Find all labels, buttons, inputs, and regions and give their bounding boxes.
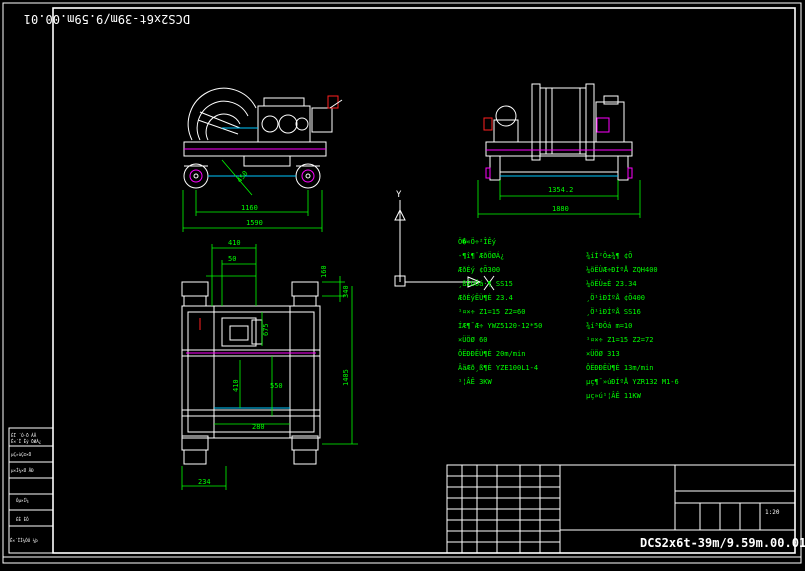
spec-right-8: ÔËÐÐËÙ¶È 13m/min [586,363,653,372]
dim-plan-340: 340 [342,285,350,298]
spec-left-9: ÂäÆð¸ß¶È YZE100L1-4 [458,363,538,372]
spec-left-0: Ö�«Ö÷²ÎÊý [458,237,496,246]
spec-left-10: ¹¦ÂÊ 3KW [458,377,493,386]
front-view: 1160 1590 450 [182,87,343,232]
title-block: 1:20 DCS2x6t-39m/9.59m.00.01 [446,464,805,554]
drawing-scale: 1:20 [765,509,780,516]
spec-left-4: ÆðÉýËÙ¶È 23.4 [458,293,513,302]
dim-front-450: 450 [235,169,249,184]
spec-left-8: ÔËÐÐËÙ¶È 20m/min [458,349,525,358]
dim-front-1590: 1590 [246,219,263,227]
revision-row-1: ÉÏ ´Ó·Ö ÁÅ [11,433,37,438]
revision-row-6: ÉÈ ÈÕ [16,517,29,522]
spec-right-2: ¼õËÙ±È 23.34 [586,279,637,288]
dim-plan-50: 50 [228,255,236,263]
dim-plan-410b: 410 [232,379,240,392]
spec-right-7: ×ÜÖØ 313 [586,349,620,358]
spec-left-3: ¸ßËÙÖá·¶ SS15 [458,279,513,288]
spec-right-1: ¼õËÙÆ÷ÐÍºÅ ZQH400 [586,265,658,274]
spec-right-9: µç¶¯»úÐÍºÅ YZR132 M1-6 [586,377,679,386]
ucs-axis-icon: Y X [394,190,495,291]
dim-plan-550: 550 [270,382,283,390]
spec-right-3: ¸Ö¹ìÐÍºÅ ¢Õ400 [586,293,645,302]
axis-y-label: Y [396,190,402,200]
tech-specs-right: ¾íÍ²Ö±¾¶ ¢Õ ¼õËÙÆ÷ÐÍºÅ ZQH400 ¼õËÙ±È 23.… [586,251,679,400]
revision-row-7: Ê×´ÎÍ¼ÔÚ ¼þ [10,538,38,544]
dim-plan-675: 675 [262,323,270,336]
dim-plan-1405: 1405 [342,369,350,386]
tech-specs-left: Ö�«Ö÷²ÎÊý -¶î¶¨ÆðÖØÁ¿ ÆðÉý ¢Õ300 ¸ßËÙÖá·… [458,237,542,386]
dim-plan-160: 160 [320,265,328,278]
drawing-number: DCS2x6t-39m/9.59m.00.01 [640,536,805,550]
dim-plan-234: 234 [198,478,211,486]
spec-left-7: ×ÜÖØ 60 [458,335,488,344]
sheet-outer-frame [2,2,802,564]
plan-view: 410 50 160 340 675 410 550 1405 280 234 [181,239,358,490]
side-view: 1354.2 1880 [477,83,641,218]
dim-side-1354: 1354.2 [548,186,573,194]
spec-right-5: ¾í³ÐÖá m=10 [586,321,632,330]
revision-row-4: µ×Í¼×Ü ÅÐ [11,468,34,474]
spec-left-6: ÍÆ¶¯Æ÷ YWZ5120-12*50 [458,321,542,330]
dim-side-1880: 1880 [552,205,569,213]
spec-right-0: ¾íÍ²Ö±¾¶ ¢Õ [586,251,632,260]
spec-right-6: ¹¤×÷ Z1=15 Z2=72 [586,336,653,344]
dim-plan-410: 410 [228,239,241,247]
revision-block: ÉÏ ´Ó·Ö ÁÅ Ê×´Î Êý ÖØÁ¿ µÇ»ùÇ©×Ö µ×Í¼×Ü … [8,427,54,554]
spec-right-10: µç»ú¹¦ÂÊ 11KW [586,391,642,400]
revision-row-3: µÇ»ùÇ©×Ö [11,452,32,457]
revision-row-5: Ô­µ×Í¼ [16,498,29,504]
dim-front-1160: 1160 [241,204,258,212]
revision-row-2: Ê×´Î Êý ÖØÁ¿ [11,439,42,444]
spec-left-2: ÆðÉý ¢Õ300 [458,265,500,274]
spec-right-4: ¸Ö¹ìÐÍºÅ SS16 [586,307,641,316]
dim-plan-280: 280 [252,423,265,431]
sheet-inner-frame [52,7,796,554]
drawing-number-mirrored: DCS2x6t-39m/9.59m.00.01 [24,12,190,26]
spec-left-5: ¹¤×÷ Z1=15 Z2=60 [458,308,525,316]
spec-left-1: -¶î¶¨ÆðÖØÁ¿ [458,251,504,260]
